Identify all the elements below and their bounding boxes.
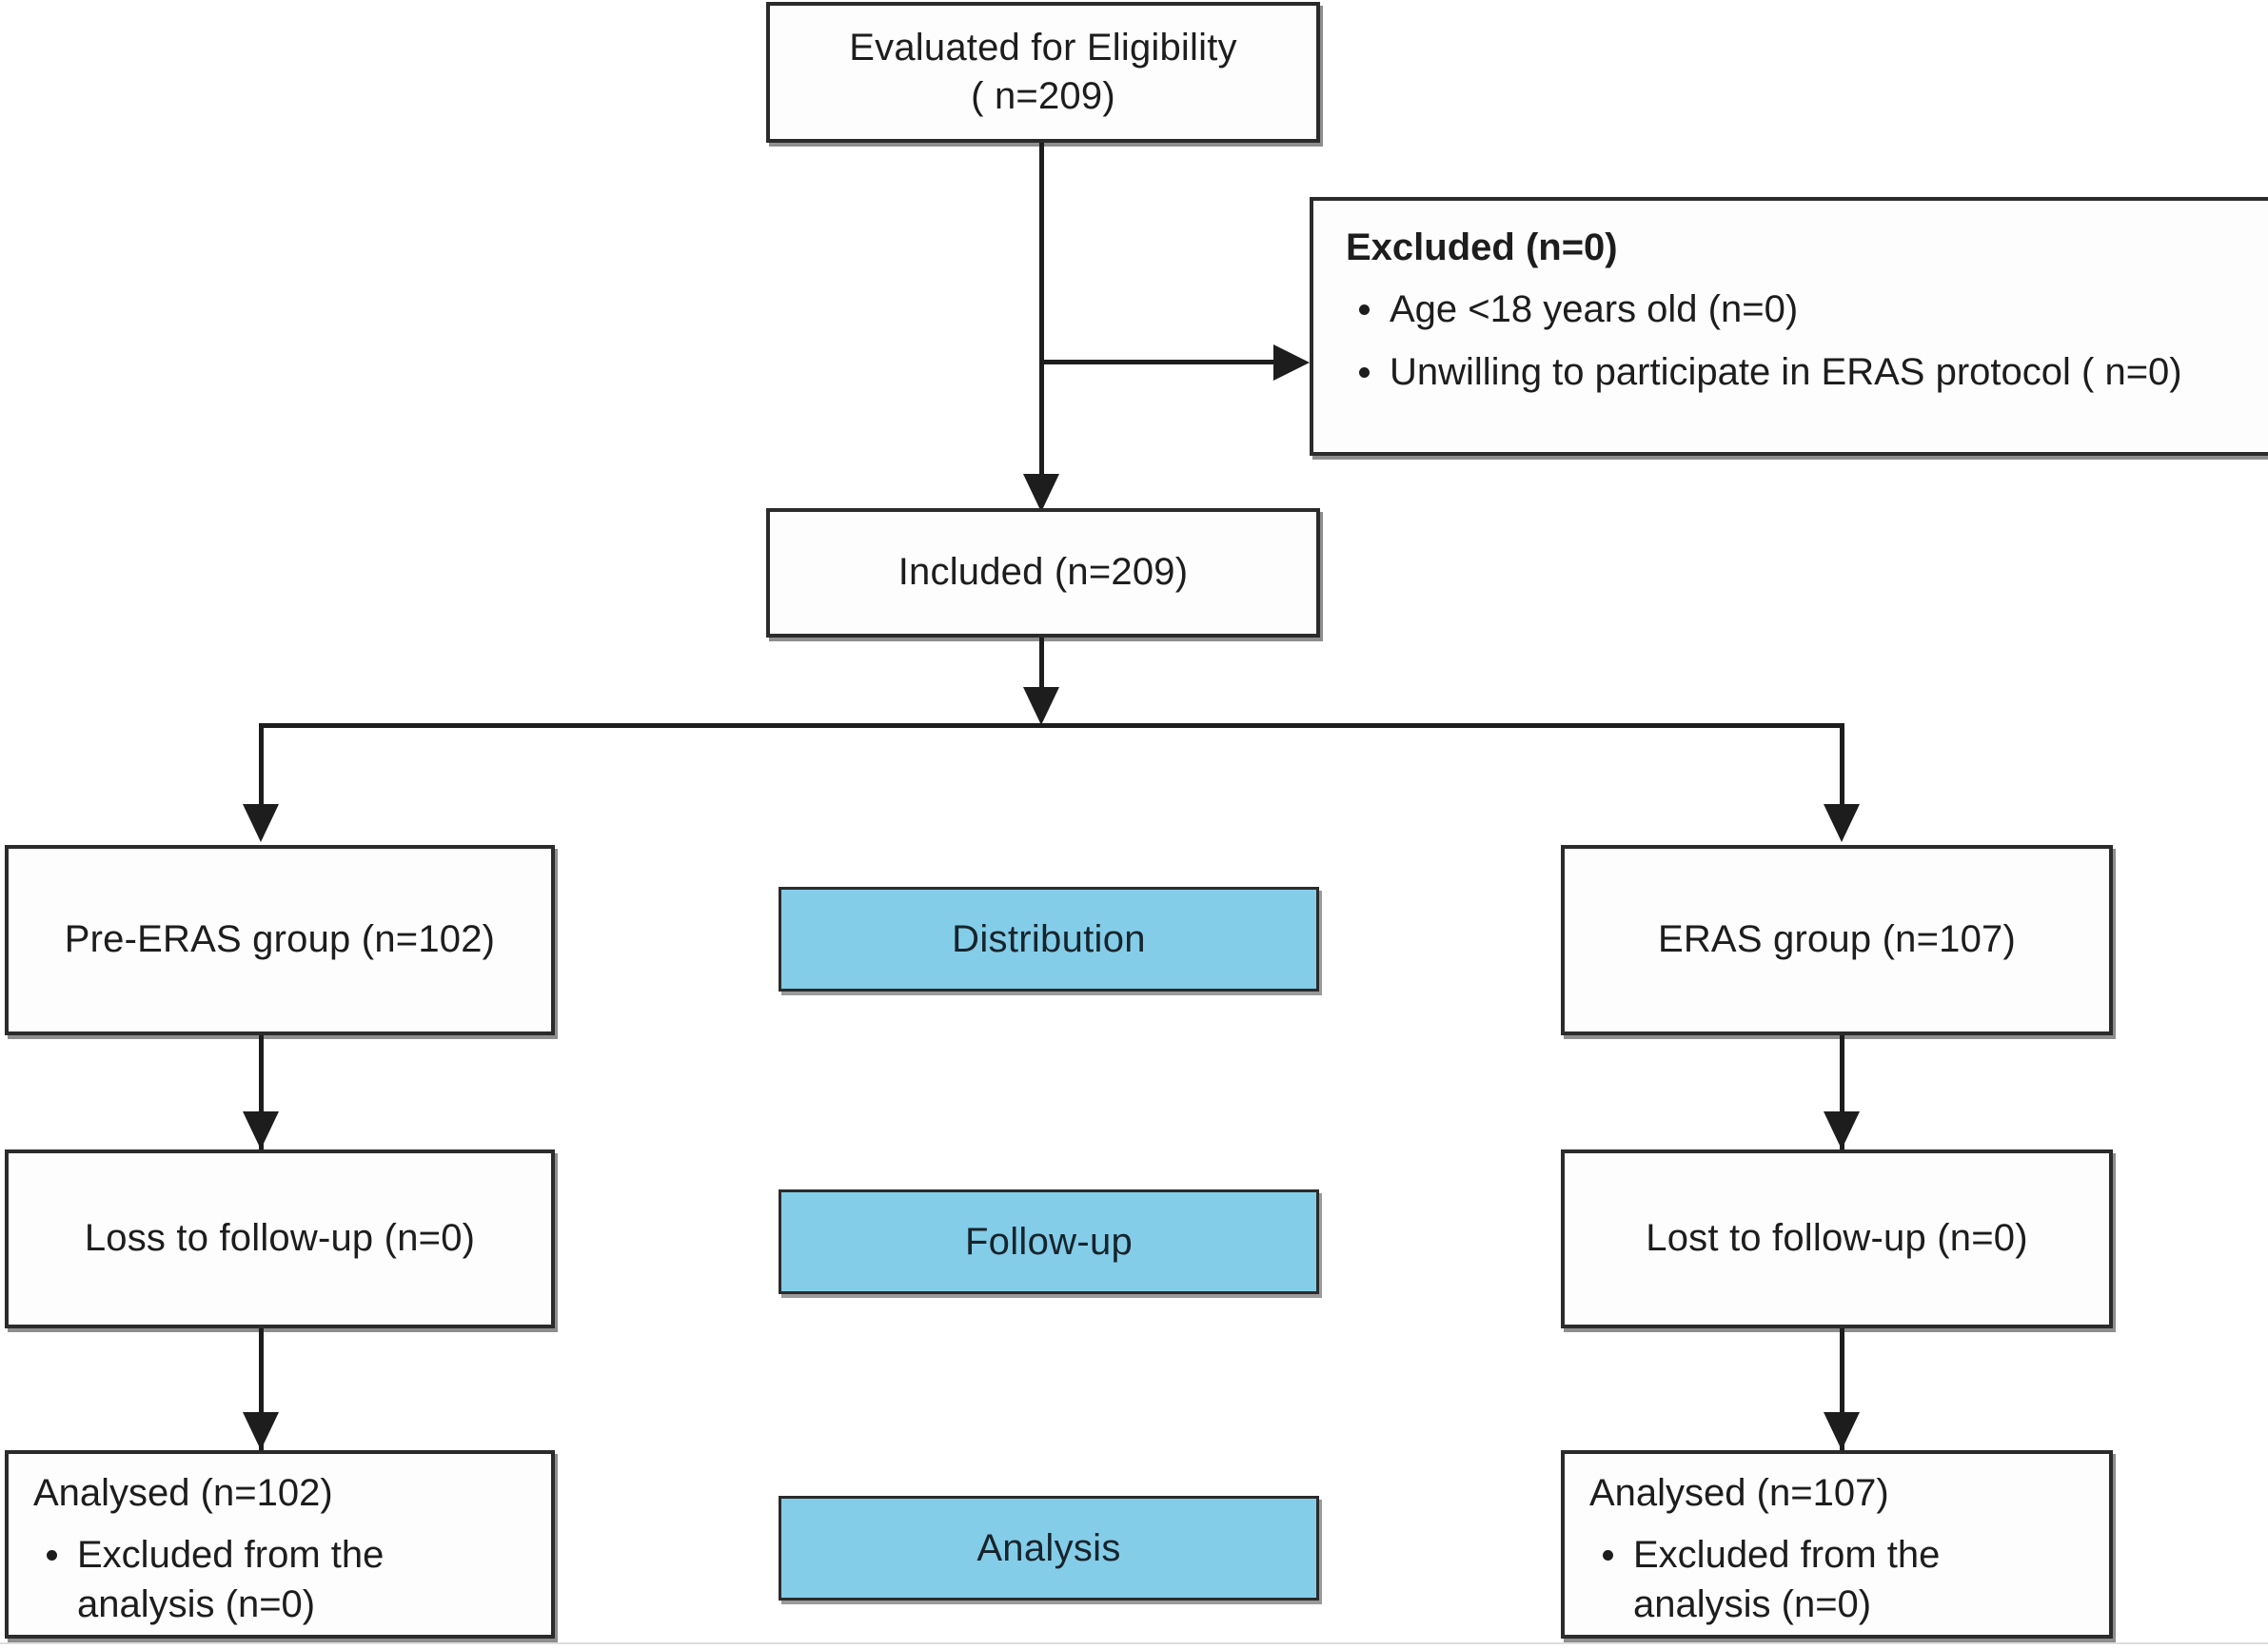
right-analysed-header: Analysed (n=107)	[1589, 1472, 1889, 1514]
node-eras-group: ERAS group (n=107)	[1561, 845, 2113, 1035]
left-analysed-bullet-line-2: analysis (n=0)	[77, 1583, 316, 1625]
connector-right-followup-to-analysed	[1840, 1328, 1844, 1450]
node-right-lost-to-followup: Lost to follow-up (n=0)	[1561, 1149, 2113, 1328]
excluded-bullet-unwilling: Unwilling to participate in ERAS protoco…	[1346, 347, 2268, 397]
eligibility-line-1: Evaluated for Eligibility	[849, 26, 1237, 69]
node-pre-eras-group: Pre-ERAS group (n=102)	[5, 845, 555, 1035]
eras-group-label: ERAS group (n=107)	[1657, 918, 2017, 961]
arrowhead-into-eras-group	[1824, 804, 1860, 842]
stage-label-analysis: Analysis	[779, 1496, 1319, 1601]
excluded-header: Excluded (n=0)	[1346, 226, 1618, 268]
right-analysed-bullet-line-2: analysis (n=0)	[1633, 1583, 1872, 1625]
left-analysed-header: Analysed (n=102)	[33, 1472, 333, 1514]
included-label: Included (n=209)	[897, 551, 1189, 594]
pre-eras-group-label: Pre-ERAS group (n=102)	[64, 918, 496, 961]
left-analysed-bullet-line-1: Excluded from the	[77, 1534, 385, 1576]
arrowhead-split-center	[1023, 687, 1059, 725]
right-analysed-bullet-line-1: Excluded from the	[1633, 1534, 1941, 1576]
left-followup-label: Loss to follow-up (n=0)	[84, 1217, 476, 1260]
connector-pre-eras-to-followup	[259, 1035, 264, 1149]
connector-eligibility-to-included	[1039, 143, 1044, 504]
arrowhead-into-right-analysed	[1824, 1412, 1860, 1450]
arrowhead-into-right-followup	[1824, 1111, 1860, 1149]
left-analysed-bullet-list: Excluded from the analysis (n=0)	[33, 1517, 534, 1629]
node-right-analysed: Analysed (n=107) Excluded from the analy…	[1561, 1450, 2113, 1639]
stage-analysis-text: Analysis	[976, 1526, 1121, 1569]
node-evaluated-for-eligibility: Evaluated for Eligibility ( n=209)	[766, 2, 1320, 143]
excluded-bullet-list: Age <18 years old (n=0) Unwilling to par…	[1346, 271, 2268, 397]
arrowhead-into-left-analysed	[243, 1412, 279, 1450]
connector-eras-to-followup	[1840, 1035, 1844, 1149]
connector-left-followup-to-analysed	[259, 1328, 264, 1450]
right-analysed-bullet: Excluded from the analysis (n=0)	[1589, 1530, 2092, 1629]
connector-to-excluded	[1039, 360, 1277, 364]
eligibility-line-2: ( n=209)	[971, 75, 1115, 117]
arrowhead-into-included	[1023, 474, 1059, 512]
left-analysed-bullet: Excluded from the analysis (n=0)	[33, 1530, 534, 1629]
node-included: Included (n=209)	[766, 508, 1320, 638]
node-left-loss-to-followup: Loss to follow-up (n=0)	[5, 1149, 555, 1328]
connector-split-left-down	[259, 723, 264, 828]
arrowhead-into-excluded	[1273, 344, 1310, 381]
arrowhead-into-left-followup	[243, 1111, 279, 1149]
node-left-analysed: Analysed (n=102) Excluded from the analy…	[5, 1450, 555, 1639]
stage-label-distribution: Distribution	[779, 887, 1319, 992]
right-followup-label: Lost to follow-up (n=0)	[1646, 1217, 2028, 1260]
arrowhead-into-pre-eras-group	[243, 804, 279, 842]
stage-label-followup: Follow-up	[779, 1189, 1319, 1294]
connector-included-down	[1039, 638, 1044, 704]
stage-distribution-text: Distribution	[952, 917, 1146, 960]
node-excluded: Excluded (n=0) Age <18 years old (n=0) U…	[1310, 197, 2268, 456]
connector-split-horizontal	[259, 723, 1844, 728]
connector-split-right-down	[1840, 723, 1844, 828]
excluded-bullet-age: Age <18 years old (n=0)	[1346, 285, 2268, 334]
right-analysed-bullet-list: Excluded from the analysis (n=0)	[1589, 1517, 2092, 1629]
page-bottom-rule	[0, 1642, 2268, 1644]
stage-followup-text: Follow-up	[964, 1220, 1134, 1263]
